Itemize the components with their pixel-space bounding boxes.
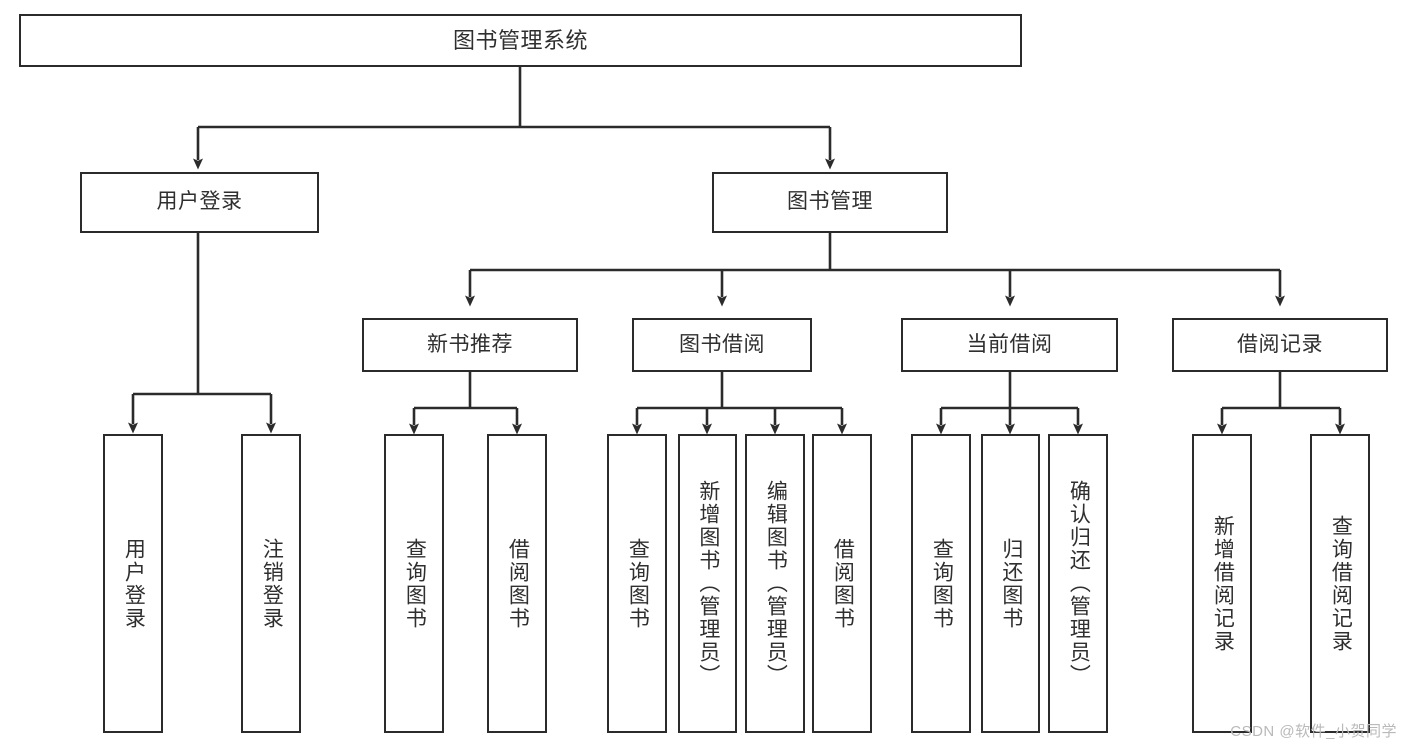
node-label: 新增借阅记录 <box>1211 514 1235 653</box>
node-label: 查询图书 <box>403 537 427 630</box>
node-label: 确认归还（管理员） <box>1067 480 1091 687</box>
watermark: CSDN @软件_小贺同学 <box>1230 723 1397 740</box>
node-label: 图书管理系统 <box>452 27 588 53</box>
node-book-management[interactable]: 图书管理 <box>712 172 948 233</box>
node-label: 借阅图书 <box>506 537 530 630</box>
node-label: 图书管理 <box>787 190 873 214</box>
node-label: 当前借阅 <box>966 332 1053 356</box>
node-label: 图书借阅 <box>679 332 765 356</box>
node-label: 新增图书（管理员） <box>696 480 720 687</box>
node-label: 用户登录 <box>156 190 243 214</box>
node-label: 查询图书 <box>626 537 650 630</box>
node-new-book-recommend[interactable]: 新书推荐 <box>362 318 578 372</box>
node-book-borrow[interactable]: 图书借阅 <box>632 318 812 372</box>
leaf-current-borrow-return[interactable]: 归还图书 <box>981 434 1040 733</box>
leaf-user-login-signout[interactable]: 注销登录 <box>241 434 301 733</box>
node-user-login[interactable]: 用户登录 <box>80 172 319 233</box>
node-label: 注销登录 <box>260 537 284 630</box>
leaf-user-login-signin[interactable]: 用户登录 <box>103 434 163 733</box>
leaf-book-borrow-add[interactable]: 新增图书（管理员） <box>678 434 737 733</box>
leaf-borrow-record-add[interactable]: 新增借阅记录 <box>1192 434 1252 733</box>
leaf-current-borrow-query[interactable]: 查询图书 <box>911 434 971 733</box>
leaf-borrow-record-query[interactable]: 查询借阅记录 <box>1310 434 1370 733</box>
node-label: 新书推荐 <box>427 332 513 356</box>
leaf-current-borrow-confirm[interactable]: 确认归还（管理员） <box>1048 434 1108 733</box>
leaf-book-borrow-query[interactable]: 查询图书 <box>607 434 667 733</box>
leaf-new-book-borrow[interactable]: 借阅图书 <box>487 434 547 733</box>
leaf-book-borrow-edit[interactable]: 编辑图书（管理员） <box>745 434 805 733</box>
leaf-new-book-query[interactable]: 查询图书 <box>384 434 444 733</box>
node-label: 归还图书 <box>999 537 1023 630</box>
node-label: 编辑图书（管理员） <box>764 480 788 687</box>
node-label: 用户登录 <box>122 537 146 630</box>
leaf-book-borrow-lend[interactable]: 借阅图书 <box>812 434 872 733</box>
node-current-borrow[interactable]: 当前借阅 <box>901 318 1118 372</box>
node-label: 查询借阅记录 <box>1329 514 1353 653</box>
node-label: 借阅记录 <box>1237 332 1323 356</box>
node-label: 查询图书 <box>930 537 954 630</box>
node-label: 借阅图书 <box>831 537 855 630</box>
node-root-system[interactable]: 图书管理系统 <box>19 14 1022 67</box>
node-borrow-record[interactable]: 借阅记录 <box>1172 318 1388 372</box>
